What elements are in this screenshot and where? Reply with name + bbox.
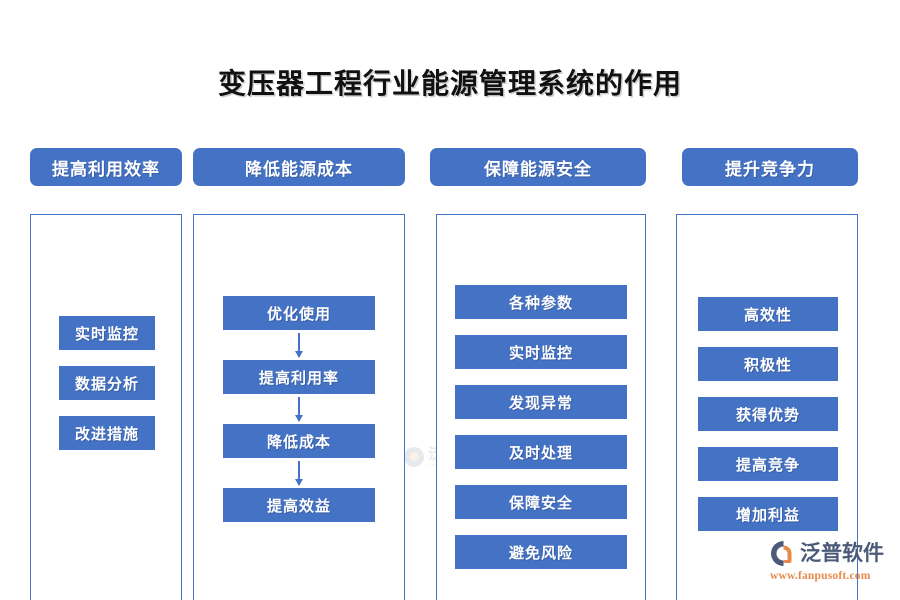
column-body-3: 各种参数实时监控发现异常及时处理保障安全避免风险 (436, 214, 646, 600)
page-title: 变压器工程行业能源管理系统的作用 (217, 68, 682, 99)
column-4: 提升竞争力高效性积极性获得优势提高竞争增加利益 (676, 148, 858, 600)
flow-arrow-down-icon (295, 333, 303, 358)
logo-url: www.fanpusoft.com (770, 570, 871, 582)
item-box[interactable]: 获得优势 (698, 397, 838, 431)
brand-logo: 泛普软件 www.fanpusoft.com (770, 540, 890, 590)
item-box[interactable]: 积极性 (698, 347, 838, 381)
fanpu-logo-icon (770, 540, 797, 567)
item-box[interactable]: 各种参数 (455, 285, 627, 319)
item-box[interactable]: 提高竞争 (698, 447, 838, 481)
item-box[interactable]: 保障安全 (455, 485, 627, 519)
item-box[interactable]: 提高效益 (223, 488, 375, 522)
item-box[interactable]: 及时处理 (455, 435, 627, 469)
item-box[interactable]: 避免风险 (455, 535, 627, 569)
item-box[interactable]: 降低成本 (223, 424, 375, 458)
item-box[interactable]: 增加利益 (698, 497, 838, 531)
item-box[interactable]: 发现异常 (455, 385, 627, 419)
column-body-1: 实时监控数据分析改进措施 (30, 214, 182, 600)
item-box[interactable]: 提高利用率 (223, 360, 375, 394)
item-box[interactable]: 数据分析 (59, 366, 155, 400)
item-box[interactable]: 改进措施 (59, 416, 155, 450)
item-box[interactable]: 实时监控 (59, 316, 155, 350)
item-box[interactable]: 优化使用 (223, 296, 375, 330)
column-header-2[interactable]: 降低能源成本 (193, 148, 405, 186)
column-body-4: 高效性积极性获得优势提高竞争增加利益 (676, 214, 858, 600)
column-header-1[interactable]: 提高利用效率 (30, 148, 182, 186)
column-2: 降低能源成本优化使用提高利用率降低成本提高效益 (193, 148, 405, 600)
column-header-4[interactable]: 提升竞争力 (682, 148, 858, 186)
watermark-logo-icon (404, 447, 424, 467)
column-body-2: 优化使用提高利用率降低成本提高效益 (193, 214, 405, 600)
flow-arrow-down-icon (295, 461, 303, 486)
column-1: 提高利用效率实时监控数据分析改进措施 (30, 148, 182, 600)
column-header-3[interactable]: 保障能源安全 (430, 148, 646, 186)
flow-arrow-down-icon (295, 397, 303, 422)
item-box[interactable]: 高效性 (698, 297, 838, 331)
item-box[interactable]: 实时监控 (455, 335, 627, 369)
logo-name: 泛普软件 (800, 542, 884, 565)
column-3: 保障能源安全各种参数实时监控发现异常及时处理保障安全避免风险 (430, 148, 646, 600)
